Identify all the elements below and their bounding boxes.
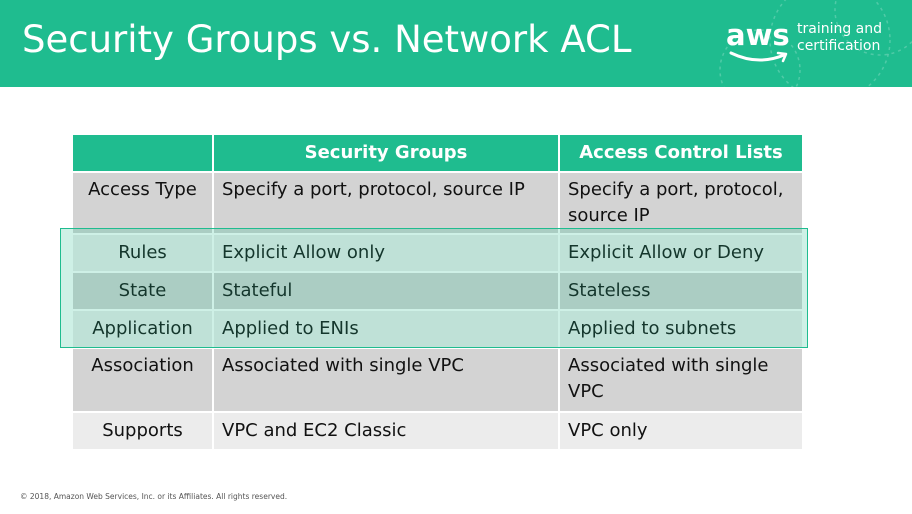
- row-label: Access Type: [71, 171, 214, 235]
- acl-cell: Associated with single VPC: [558, 347, 804, 413]
- aws-logo-tagline: training and certification: [797, 21, 882, 55]
- tagline-line-1: training and: [797, 21, 883, 37]
- row-label: Rules: [71, 233, 214, 273]
- header-cell-acl: Access Control Lists: [558, 133, 804, 173]
- header-cell-empty: [71, 133, 214, 173]
- security-groups-cell: Specify a port, protocol, source IP: [212, 171, 560, 235]
- slide-header: Security Groups vs. Network ACL aws trai…: [0, 0, 912, 87]
- table-row: Access Type Specify a port, protocol, so…: [71, 171, 804, 235]
- table-row: State Stateful Stateless: [71, 271, 804, 311]
- security-groups-cell: Explicit Allow only: [212, 233, 560, 273]
- aws-smile-icon: [729, 51, 788, 63]
- acl-cell: Specify a port, protocol, source IP: [558, 171, 804, 235]
- tagline-line-2: certification: [797, 38, 881, 54]
- aws-logo: aws training and certification: [726, 16, 896, 66]
- security-groups-cell: VPC and EC2 Classic: [212, 411, 560, 451]
- acl-cell: Applied to subnets: [558, 309, 804, 349]
- security-groups-cell: Stateful: [212, 271, 560, 311]
- row-label: Application: [71, 309, 214, 349]
- table-row: Supports VPC and EC2 Classic VPC only: [71, 411, 804, 451]
- acl-cell: Explicit Allow or Deny: [558, 233, 804, 273]
- table-row: Association Associated with single VPC A…: [71, 347, 804, 413]
- table-row: Rules Explicit Allow only Explicit Allow…: [71, 233, 804, 273]
- acl-cell: Stateless: [558, 271, 804, 311]
- row-label: Supports: [71, 411, 214, 451]
- decorative-circles: [719, 0, 912, 87]
- table-header-row: Security Groups Access Control Lists: [71, 133, 804, 173]
- table-row: Application Applied to ENIs Applied to s…: [71, 309, 804, 349]
- aws-logo-word: aws: [726, 18, 790, 52]
- security-groups-cell: Associated with single VPC: [212, 347, 560, 413]
- slide-title: Security Groups vs. Network ACL: [22, 18, 632, 61]
- security-groups-cell: Applied to ENIs: [212, 309, 560, 349]
- row-label: State: [71, 271, 214, 311]
- row-label: Association: [71, 347, 214, 413]
- copyright-footer: © 2018, Amazon Web Services, Inc. or its…: [20, 492, 288, 501]
- highlighted-rows-box: [60, 228, 808, 348]
- comparison-table: Security Groups Access Control Lists Acc…: [71, 133, 804, 451]
- acl-cell: VPC only: [558, 411, 804, 451]
- header-cell-security-groups: Security Groups: [212, 133, 560, 173]
